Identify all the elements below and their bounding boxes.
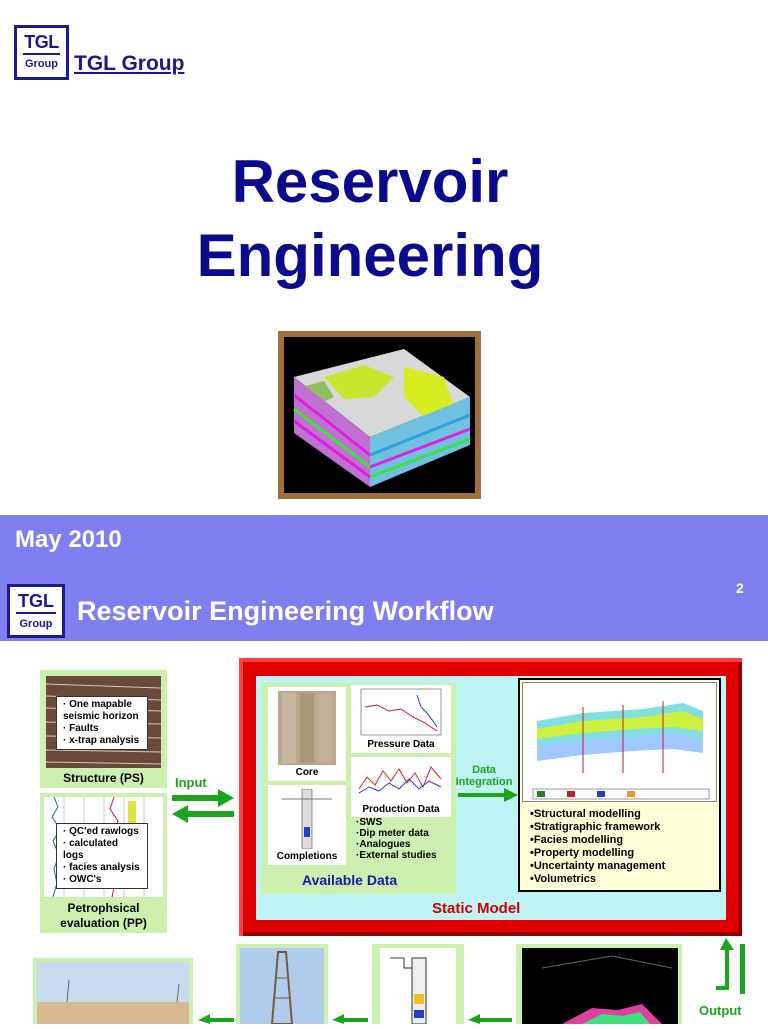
cross-section-image [522,682,717,802]
reservoir-model-picture [278,331,481,499]
bullet: · calculated logs [63,838,119,861]
title-line-2: Engineering [196,222,544,289]
date-band [0,515,768,641]
logo-divider [16,612,56,614]
model-item: •Uncertainty management [530,860,666,872]
model-item: •Volumetrics [530,873,596,885]
field-photo-panel [33,958,193,1024]
logo-divider [23,53,60,55]
model-item: •Facies modelling [530,834,624,846]
company-name: TGL Group [74,52,185,75]
completions-card: Completions [268,785,346,865]
petro-label-line2: evaluation (PP) [60,916,147,930]
drilling-rig-image [240,948,324,1024]
core-card: Core [268,687,346,781]
core-sample-image [282,693,332,763]
pressure-chart-image [360,688,442,736]
completion-panel [372,944,464,1025]
petrophysical-panel: · QC'ed rawlogs · calculated logs · faci… [40,793,167,933]
data-integration-label: Data Integration [452,764,516,788]
workflow-title: Reservoir Engineering Workflow [77,596,494,626]
other-item: ·Dip meter data [356,828,429,839]
back-arrow-icon [332,1014,368,1024]
bullet: · One mapable [63,699,132,710]
completions-label: Completions [276,851,338,862]
logo-subtext: Group [19,618,53,630]
back-arrow-icon [468,1014,512,1024]
model-panel: •Structural modelling •Stratigraphic fra… [518,678,721,892]
bullet: · x-trap analysis [63,735,140,746]
simulation-panel [516,944,682,1024]
title-line-1: Reservoir [231,148,509,215]
back-arrow-icon [198,1014,234,1024]
other-item: ·SWS [356,817,383,828]
structure-label: Structure (PS) [63,771,144,785]
other-item: ·External studies [356,850,437,861]
desert-field-image [37,962,189,1024]
petro-label: Petrophsical evaluation (PP) [40,901,167,931]
bullet: · Faults [63,723,99,734]
bullet: · facies analysis [63,862,140,873]
available-data-panel: Core Completions Pressure Data Productio… [262,683,456,894]
production-label: Production Data [362,804,440,815]
core-photo [278,691,336,765]
tgl-logo-small: TGL Group [7,584,65,638]
logo-subtext: Group [25,58,58,70]
model-item: •Structural modelling [530,808,641,820]
tgl-logo: TGL Group [14,25,69,80]
simulation-3d-image [522,948,678,1024]
pressure-label: Pressure Data [367,739,435,750]
static-model-label: Static Model [432,900,521,917]
petro-label-line1: Petrophsical [67,901,140,915]
bullet: · OWC's [63,874,102,885]
well-completion-image [390,957,427,1025]
other-data-list: ·SWS ·Dip meter data ·Analogues ·Externa… [356,817,452,861]
pressure-card: Pressure Data [351,685,451,753]
integration-arrow-icon [458,788,518,802]
other-item: ·Analogues [356,839,411,850]
output-arrow-icon [716,938,745,994]
output-label: Output [699,1003,742,1018]
integration-line1: Data [472,764,496,776]
model-items-list: •Structural modelling •Stratigraphic fra… [530,808,665,886]
production-card: Production Data [351,757,451,817]
cross-section-chart [532,701,710,800]
available-data-title: Available Data [302,872,398,888]
bullet: · QC'ed rawlogs [63,826,139,837]
input-label: Input [175,775,207,790]
structure-panel: · One mapable seismic horizon · Faults ·… [40,670,167,788]
reservoir-3d-image [284,337,475,493]
completion-bg [380,948,456,1025]
logo-text: TGL [18,591,54,611]
bullet: seismic horizon [63,711,139,722]
rig-photo-panel [236,944,328,1024]
page-title: Reservoir Engineering [0,145,740,293]
logo-text: TGL [24,32,59,52]
production-chart-image [358,766,442,794]
integration-line2: Integration [455,776,513,788]
petro-bullets: · QC'ed rawlogs · calculated logs · faci… [56,823,148,889]
model-item: •Stratigraphic framework [530,821,661,833]
completion-diagram [282,789,332,849]
core-label: Core [295,767,319,778]
model-item: •Property modelling [530,847,635,859]
structure-bullets: · One mapable seismic horizon · Faults ·… [56,696,148,750]
input-arrows-icon [172,789,234,823]
page-number: 2 [736,580,744,596]
presentation-date: May 2010 [15,526,122,553]
